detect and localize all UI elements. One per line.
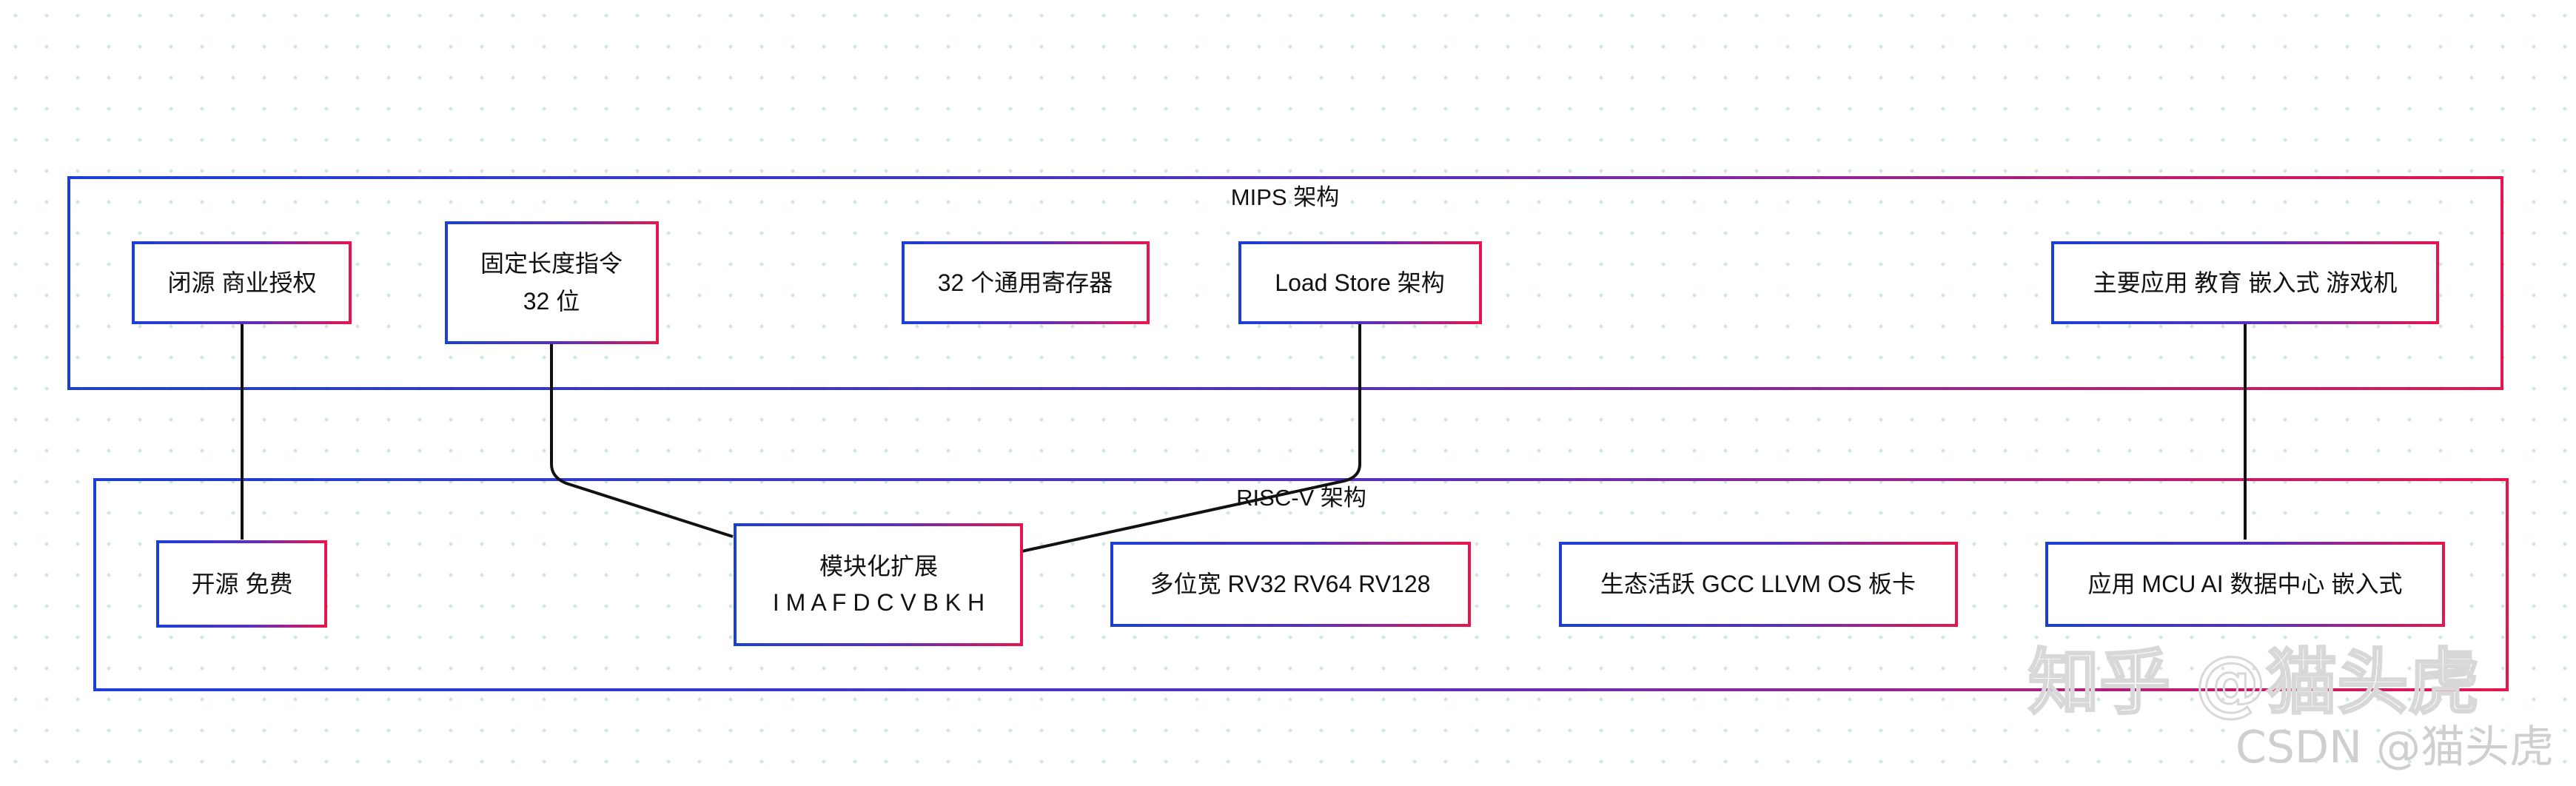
csdn-watermark: CSDN @猫头虎 xyxy=(2235,722,2554,773)
mips-group-title: MIPS 架构 xyxy=(1231,184,1339,210)
node-label-line-1: 模块化扩展 xyxy=(819,553,938,580)
node-mips-fixed-length: 固定长度指令 32 位 xyxy=(445,221,659,344)
node-riscv-widths: 多位宽 RV32 RV64 RV128 xyxy=(1110,542,1471,627)
node-riscv-license: 开源 免费 xyxy=(156,540,327,628)
node-label: 多位宽 RV32 RV64 RV128 xyxy=(1150,571,1431,597)
node-label-line-2: 32 位 xyxy=(523,288,580,315)
edge-load-store-to-modular xyxy=(1021,323,1361,553)
node-mips-load-store: Load Store 架构 xyxy=(1238,241,1482,324)
node-label: 生态活跃 GCC LLVM OS 板卡 xyxy=(1600,571,1916,597)
zhihu-watermark: 知乎 @猫头虎 xyxy=(2028,641,2479,724)
node-label-line-1: 固定长度指令 xyxy=(480,250,623,277)
node-label: 闭源 商业授权 xyxy=(168,269,317,296)
node-riscv-ecosystem: 生态活跃 GCC LLVM OS 板卡 xyxy=(1559,542,1958,627)
riscv-group-title: RISC-V 架构 xyxy=(1236,485,1366,511)
node-mips-license: 闭源 商业授权 xyxy=(132,241,352,324)
node-label: 32 个通用寄存器 xyxy=(938,269,1113,296)
node-label-line-2: I M A F D C V B K H xyxy=(773,589,985,616)
node-label: 应用 MCU AI 数据中心 嵌入式 xyxy=(2088,571,2403,597)
node-mips-applications: 主要应用 教育 嵌入式 游戏机 xyxy=(2051,241,2439,324)
mips-group-container xyxy=(67,176,2503,390)
node-mips-registers: 32 个通用寄存器 xyxy=(902,241,1150,324)
node-label: 主要应用 教育 嵌入式 游戏机 xyxy=(2093,269,2398,296)
node-riscv-modular: 模块化扩展 I M A F D C V B K H xyxy=(734,523,1023,646)
node-riscv-applications: 应用 MCU AI 数据中心 嵌入式 xyxy=(2045,542,2445,627)
node-label: Load Store 架构 xyxy=(1275,269,1444,296)
riscv-group-container xyxy=(93,478,2509,691)
node-label: 开源 免费 xyxy=(192,571,293,597)
edge-fixed-length-to-modular xyxy=(550,343,734,538)
